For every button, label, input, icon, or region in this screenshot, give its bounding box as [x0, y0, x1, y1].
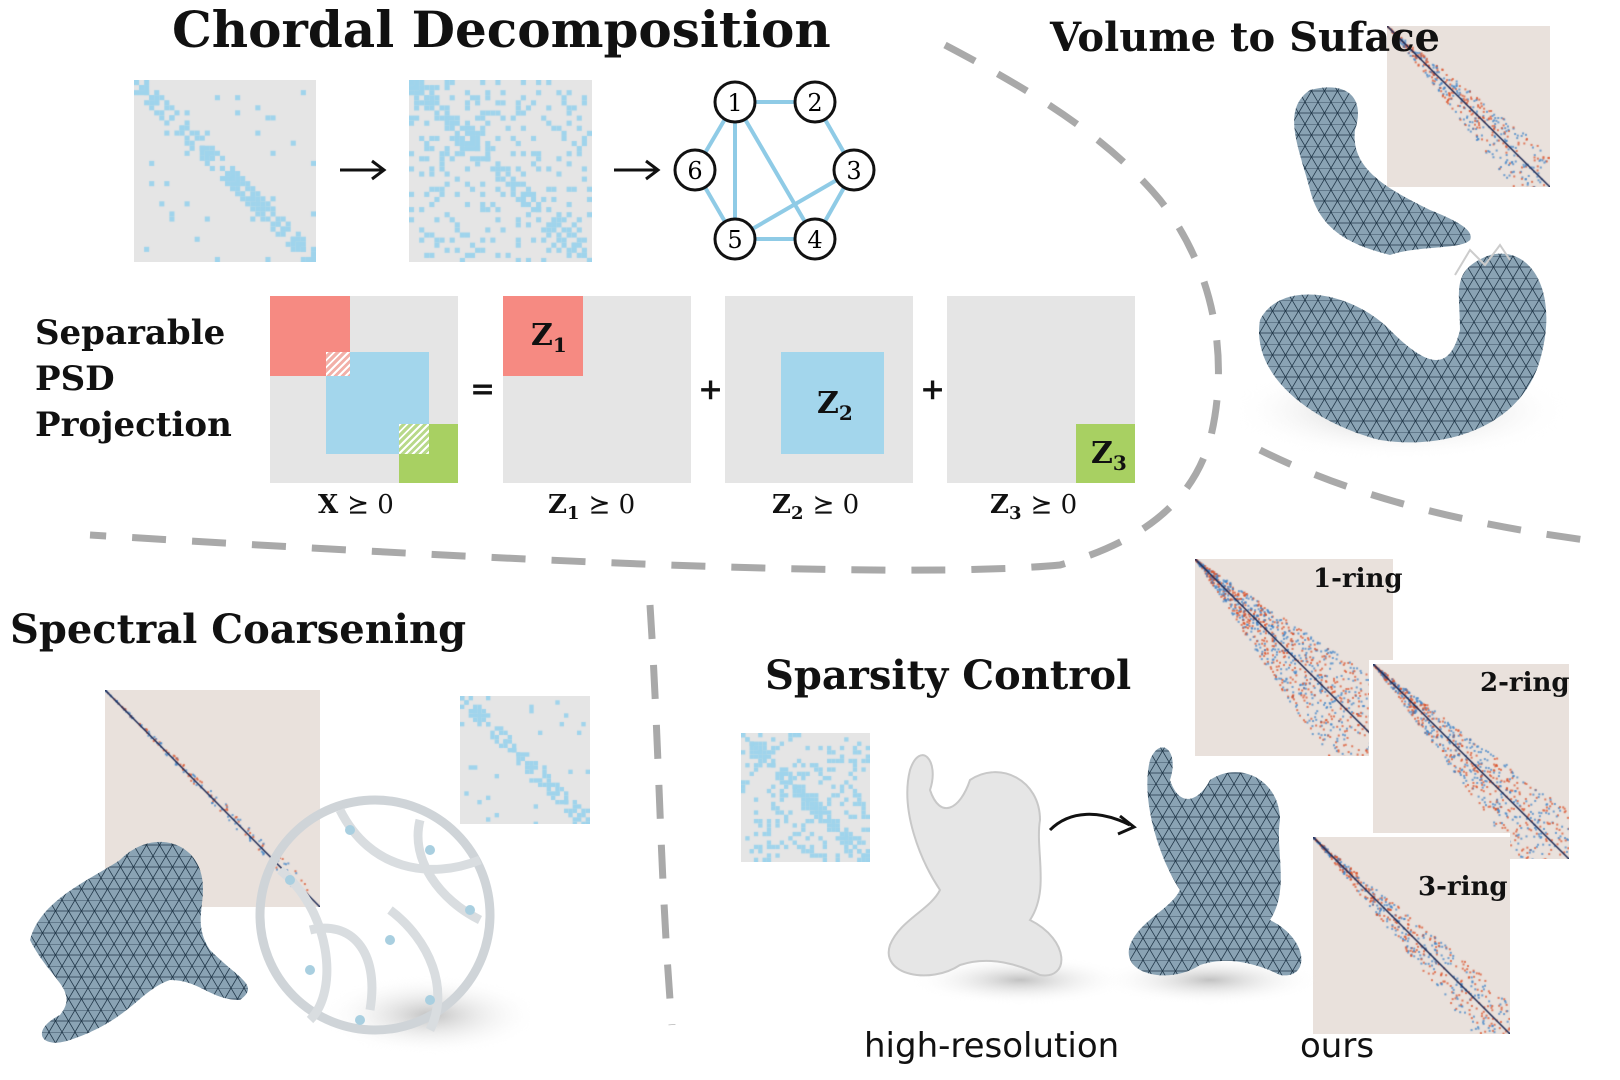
graph-node [713, 217, 757, 261]
divider-vertical [646, 604, 676, 1026]
psd-title-line: Projection [35, 405, 232, 445]
caption-high-resolution: high-resolution [864, 1026, 1120, 1066]
sparsity-title: Sparsity Control [765, 652, 1132, 699]
plus-sign: + [698, 372, 724, 407]
block-z1 [503, 296, 583, 376]
arrow-right-icon [614, 159, 661, 181]
overlap-hatch [399, 424, 429, 454]
psd-title-line: PSD [35, 359, 115, 399]
ring-label: 2-ring [1480, 668, 1570, 698]
node-label: 4 [807, 226, 822, 254]
matrix-z3: Z3 [947, 296, 1135, 483]
equals-sign: = [470, 372, 496, 407]
graph-node [673, 148, 717, 192]
volume-mesh-render [1240, 87, 1570, 460]
sparse-matrix [460, 696, 590, 824]
caption-z3: Z3 ⪰ 0 [990, 490, 1078, 525]
highres-yeti-shape [887, 754, 1063, 977]
matrix-z2: Z2 [725, 296, 913, 483]
arrow-right-icon [340, 159, 387, 181]
psd-title-line: Separable [35, 313, 226, 353]
matrix-z1: Z1 [503, 296, 691, 483]
spectral-title: Spectral Coarsening [10, 606, 467, 653]
ring-label: 1-ring [1313, 564, 1403, 594]
node-label: 5 [727, 226, 742, 254]
node-label: 1 [727, 89, 742, 117]
sphere-lattice-shape [255, 795, 495, 1035]
caption-ours: ours [1300, 1026, 1375, 1066]
heatmap-1-ring [1195, 559, 1393, 756]
caption-x: X ⪰ 0 [318, 490, 394, 520]
graph-node [793, 80, 837, 124]
psd-title: Separable PSD Projection [35, 310, 232, 448]
caption-z2: Z2 ⪰ 0 [772, 490, 860, 525]
arrow-curved-icon [1048, 812, 1131, 832]
spectral-mesh-render [30, 795, 530, 1055]
block-label: Z1 [531, 318, 567, 357]
graph-node [832, 148, 876, 192]
sparse-matrix [134, 80, 316, 262]
caption-z1: Z1 ⪰ 0 [548, 490, 636, 525]
node-label: 2 [807, 89, 822, 117]
matrix-x [270, 296, 458, 483]
volume-title: Volume to Suface [1050, 14, 1440, 61]
filled-sparse-matrix [409, 80, 592, 262]
chordal-graph: 1 2 3 4 5 6 [673, 80, 876, 261]
block-z3 [1076, 424, 1135, 483]
plus-sign: + [920, 372, 946, 407]
node-label: 3 [846, 157, 861, 185]
overlap-hatch [326, 352, 350, 376]
block-label: Z2 [817, 386, 853, 425]
graph-node [713, 80, 757, 124]
ring-label: 3-ring [1418, 872, 1508, 902]
heatmap-matrix [1387, 26, 1550, 187]
sparse-matrix [741, 733, 870, 862]
node-label: 6 [687, 157, 702, 185]
heatmap-2-ring [1369, 660, 1569, 859]
chordal-title: Chordal Decomposition [172, 0, 831, 59]
sparsity-mesh-render [887, 747, 1320, 1005]
block-label: Z3 [1091, 436, 1127, 475]
divider-right [1258, 446, 1586, 544]
heatmap-3-ring [1309, 833, 1510, 1034]
block-z2 [781, 352, 884, 454]
graph-node [793, 217, 837, 261]
